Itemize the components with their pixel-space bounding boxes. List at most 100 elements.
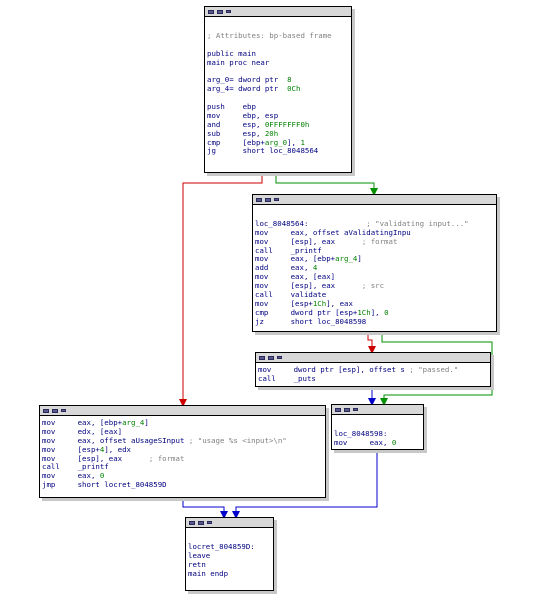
block-passed[interactable]: mov dword ptr [esp], offset s ; "passed.… <box>255 352 491 387</box>
asm-line[interactable]: call _printf <box>255 245 492 256</box>
asm-line[interactable]: retn <box>188 560 269 570</box>
asm-token-plain: arg_0= dword ptr <box>207 75 288 85</box>
block-color-icon[interactable] <box>208 9 214 14</box>
asm-line[interactable]: mov eax, offset aValidatingInpu <box>255 227 492 238</box>
asm-token-operand: eax, offset aValidatingInpu <box>290 227 411 237</box>
asm-line[interactable]: and esp, 0FFFFFFF0h <box>207 119 347 130</box>
block-group-icon[interactable] <box>61 409 66 412</box>
block-graph-icon[interactable] <box>265 197 271 202</box>
asm-line[interactable]: main proc near <box>207 58 347 68</box>
asm-line[interactable]: jg short loc_8048564 <box>207 147 347 156</box>
block-title-bar[interactable] <box>40 406 325 416</box>
block-color-icon[interactable] <box>256 197 262 202</box>
asm-token-arg: arg_4 <box>335 254 358 264</box>
block-title-bar[interactable] <box>332 405 423 415</box>
block-graph-icon[interactable] <box>217 9 223 14</box>
block-group-icon[interactable] <box>207 521 212 524</box>
block-title-bar[interactable] <box>186 518 273 528</box>
block-title-bar[interactable] <box>253 195 496 205</box>
block-title-bar[interactable] <box>205 7 351 17</box>
asm-line[interactable]: mov [esp], eax ; format <box>255 236 492 247</box>
asm-token-operand: ebp, esp <box>242 110 279 120</box>
asm-line[interactable]: arg_0= dword ptr 8 <box>207 75 347 85</box>
asm-line[interactable]: mov edx, [eax] <box>42 426 321 437</box>
block-loc-8048598[interactable]: loc_8048598:mov eax, 0 <box>331 404 424 450</box>
block-color-icon[interactable] <box>43 408 49 413</box>
asm-token-comment: ; format <box>148 453 185 463</box>
block-graph-icon[interactable] <box>344 407 350 412</box>
asm-token-mnemonic: call <box>255 245 291 255</box>
block-graph-icon[interactable] <box>268 355 274 360</box>
asm-token-num: 0 <box>391 437 397 447</box>
asm-token-mnemonic: and <box>207 119 243 129</box>
asm-token-operand: eax, <box>290 263 313 273</box>
asm-line[interactable]: jz short loc_8048598 <box>255 317 492 327</box>
asm-line[interactable]: add eax, 4 <box>255 263 492 273</box>
asm-line[interactable]: mov eax, [ebp+arg_4] <box>255 255 492 264</box>
block-main[interactable]: ; Attributes: bp-based frame public main… <box>204 6 352 173</box>
asm-line[interactable]: mov ebp, esp <box>207 110 347 121</box>
asm-token-operand: [esp], eax <box>77 453 149 463</box>
asm-line[interactable]: push ebp <box>207 102 347 112</box>
block-color-icon[interactable] <box>259 355 265 360</box>
block-title-bar[interactable] <box>256 353 490 363</box>
asm-line[interactable]: main endp <box>188 568 269 579</box>
asm-line[interactable]: mov eax, [ebp+arg_4] <box>42 418 321 428</box>
asm-token-label: main endp <box>188 568 229 578</box>
block-group-icon[interactable] <box>226 10 231 13</box>
block-usage[interactable]: mov eax, [ebp+arg_4]mov edx, [eax]mov ea… <box>39 405 326 498</box>
asm-line[interactable]: sub esp, 20h <box>207 129 347 139</box>
asm-token-label: public main <box>207 48 256 58</box>
asm-token-num: 4 <box>99 444 105 454</box>
block-color-icon[interactable] <box>189 520 195 525</box>
asm-line[interactable]: mov [esp], eax ; format <box>42 453 321 464</box>
asm-token-mnemonic: mov <box>255 236 291 246</box>
asm-line[interactable]: mov eax, [eax] <box>255 272 492 282</box>
asm-line[interactable]: leave <box>188 551 269 561</box>
asm-token-operand: _printf <box>290 245 322 255</box>
block-disassembly[interactable]: mov dword ptr [esp], offset s ; "passed.… <box>256 363 490 388</box>
asm-line[interactable]: arg_4= dword ptr 0Ch <box>207 84 347 94</box>
asm-line[interactable]: ; Attributes: bp-based frame <box>207 31 347 41</box>
asm-token-num: 1Ch <box>357 307 371 317</box>
block-disassembly[interactable]: ; Attributes: bp-based frame public main… <box>205 17 351 160</box>
block-color-icon[interactable] <box>335 407 341 412</box>
asm-token-mnemonic: mov <box>42 426 78 436</box>
asm-token-mnemonic: jg <box>207 146 243 156</box>
asm-line[interactable]: public main <box>207 48 347 59</box>
asm-token-operand: _printf <box>77 462 109 472</box>
asm-line[interactable]: mov eax, offset aUsageSInput ; "usage %s… <box>42 435 321 446</box>
asm-token-comment: ; "usage %s <input>\n" <box>188 435 287 445</box>
asm-line[interactable]: mov eax, 0 <box>334 437 419 448</box>
block-group-icon[interactable] <box>274 198 279 201</box>
block-disassembly[interactable]: mov eax, [ebp+arg_4]mov edx, [eax]mov ea… <box>40 416 325 494</box>
asm-line[interactable]: call _printf <box>42 463 321 472</box>
block-group-icon[interactable] <box>277 356 282 359</box>
asm-line[interactable]: mov eax, 0 <box>42 471 321 481</box>
asm-line[interactable]: mov [esp], eax ; src <box>255 281 492 291</box>
asm-line[interactable]: mov dword ptr [esp], offset s ; "passed.… <box>258 365 486 375</box>
asm-line[interactable]: jmp short locret_804859D <box>42 480 321 490</box>
asm-line[interactable]: loc_8048598: <box>334 429 419 439</box>
asm-token-mnemonic: mov <box>255 227 291 237</box>
block-disassembly[interactable]: loc_8048598:mov eax, 0 <box>332 415 423 452</box>
asm-line[interactable]: locret_804859D: <box>188 542 269 552</box>
block-disassembly[interactable]: loc_8048564: ; "validating input..."mov … <box>253 205 496 331</box>
asm-line[interactable]: cmp [ebp+arg_0], 1 <box>207 138 347 148</box>
block-group-icon[interactable] <box>353 408 358 411</box>
asm-token-mnemonic: add <box>255 263 291 273</box>
asm-line[interactable]: mov [esp+1Ch], eax <box>255 298 492 309</box>
asm-token-operand: eax, [ebp+ <box>77 418 123 427</box>
asm-line[interactable]: mov [esp+4], edx <box>42 444 321 455</box>
asm-line[interactable]: call validate <box>255 290 492 300</box>
block-loc-8048564[interactable]: loc_8048564: ; "validating input..."mov … <box>252 194 497 332</box>
asm-token-mnemonic: mov <box>255 298 291 308</box>
block-graph-icon[interactable] <box>52 408 58 413</box>
block-graph-icon[interactable] <box>198 520 204 525</box>
asm-line[interactable]: call _puts <box>258 374 486 384</box>
asm-line[interactable]: loc_8048564: ; "validating input..." <box>255 219 492 229</box>
asm-line[interactable]: cmp dword ptr [esp+1Ch], 0 <box>255 307 492 318</box>
